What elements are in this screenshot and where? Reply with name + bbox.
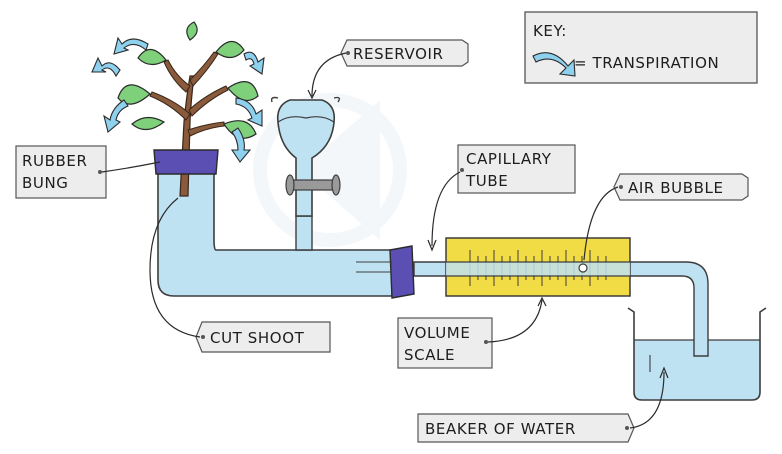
svg-text:BUNG: BUNG [22,174,69,192]
watermark [253,93,407,247]
label-reservoir: RESERVOIR [307,39,469,100]
svg-text:AIR BUBBLE: AIR BUBBLE [628,179,724,197]
leaves [117,21,259,139]
volume-scale [445,237,631,297]
label-cut-shoot: CUT SHOOT [149,197,331,353]
svg-text:CAPILLARY: CAPILLARY [466,150,552,168]
rubber-bung [153,149,219,175]
label-rubber-bung: RUBBER BUNG [15,145,161,199]
key-title: KEY: [533,22,567,40]
svg-text:SCALE: SCALE [404,346,455,364]
capillary-bung [389,245,415,299]
svg-text:BEAKER OF WATER: BEAKER OF WATER [425,420,576,438]
arrow-icon [113,36,149,55]
svg-text:RESERVOIR: RESERVOIR [353,45,444,63]
label-air-bubble: AIR BUBBLE [583,173,749,261]
beaker [627,307,767,401]
key-box: KEY: = TRANSPIRATION [524,11,758,84]
air-bubble [578,263,588,273]
label-capillary-tube: CAPILLARY TUBE [427,144,576,252]
label-volume-scale: VOLUME SCALE [397,296,547,369]
tap-icon [289,179,337,191]
svg-text:TUBE: TUBE [465,172,508,190]
reservoir [270,96,341,217]
water-tube [157,167,709,357]
svg-text:CUT SHOOT: CUT SHOOT [210,329,305,347]
label-beaker-of-water: BEAKER OF WATER [417,366,669,443]
key-entry: = TRANSPIRATION [574,54,719,72]
svg-text:RUBBER: RUBBER [22,152,87,170]
svg-text:VOLUME: VOLUME [404,324,470,342]
transpiration-arrow-icon [532,52,576,77]
transpiration-arrows [91,36,265,163]
